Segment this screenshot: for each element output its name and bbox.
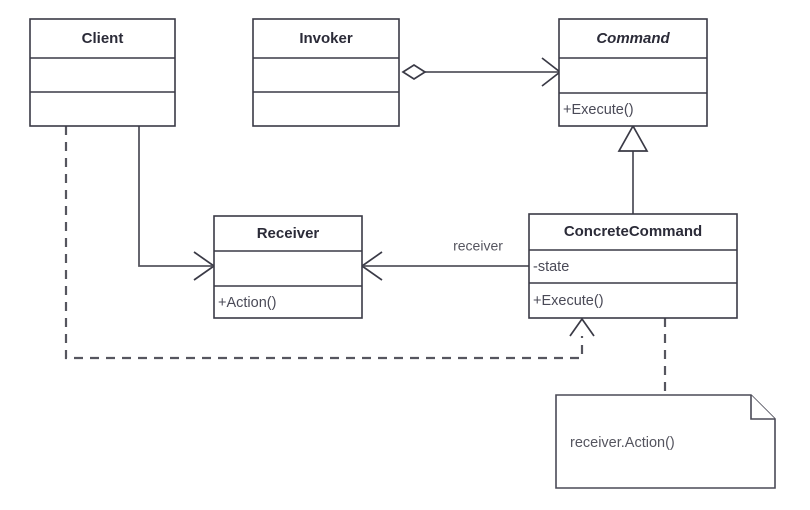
edge-client-receiver-line [138,126,212,267]
edge-client-receiver-association[interactable] [138,126,216,281]
aggregation-diamond-icon [401,63,427,81]
edge-dependency-line [64,126,584,360]
class-operation-concretecommand-execute: +Execute() [533,293,604,309]
class-box-invoker-rect [252,18,400,127]
open-arrowhead-icon [569,317,595,337]
class-box-command[interactable]: Command +Execute() [558,18,708,127]
generalization-triangle-icon [617,124,649,152]
class-operation-command-execute: +Execute() [563,102,634,118]
class-box-command-rect [558,18,708,127]
edge-client-concretecommand-dependency[interactable] [64,126,595,360]
class-box-client[interactable]: Client [29,18,176,127]
class-name-client: Client [82,30,124,47]
class-box-receiver-rect [213,215,363,319]
edge-label-receiver: receiver [453,238,503,254]
class-box-concretecommand-rect [528,213,738,319]
class-box-concretecommand[interactable]: ConcreteCommand -state +Execute() [528,213,738,319]
edge-concretecommand-receiver-association[interactable]: receiver [360,238,529,281]
class-box-client-rect [29,18,176,127]
class-operation-receiver-action: +Action() [218,295,276,311]
edge-command-concretecommand-generalization[interactable] [617,124,649,214]
class-box-invoker[interactable]: Invoker [252,18,400,127]
class-name-invoker: Invoker [299,30,353,47]
class-box-receiver[interactable]: Receiver +Action() [213,215,363,319]
class-name-concretecommand: ConcreteCommand [564,223,702,240]
class-name-command: Command [596,30,670,47]
edge-invoker-command-aggregation[interactable] [401,57,562,87]
note-receiver-action[interactable]: receiver.Action() [555,394,776,489]
class-name-receiver: Receiver [257,225,320,242]
note-body [555,394,776,489]
note-text: receiver.Action() [570,435,675,451]
class-attribute-concretecommand-state: -state [533,259,569,275]
note-folded-corner-icon [750,395,775,420]
